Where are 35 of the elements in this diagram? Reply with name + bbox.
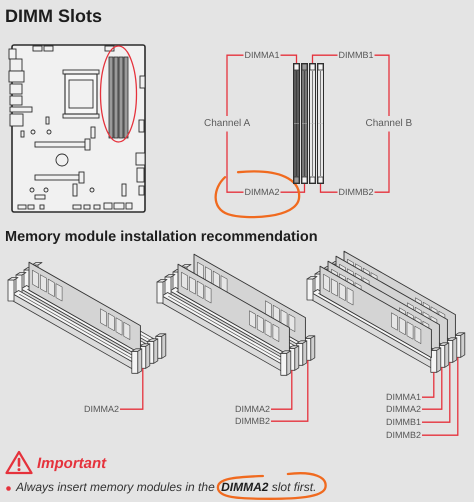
leader-line — [120, 368, 144, 410]
dimm-slot — [309, 63, 316, 184]
memory-module-drawing — [8, 262, 166, 374]
dimm-slot — [293, 63, 300, 184]
memory-module-drawing — [306, 250, 466, 373]
leader-line — [271, 370, 292, 410]
slot-label: DIMMB2 — [386, 430, 422, 440]
leader-line — [422, 367, 442, 410]
section-heading: Memory module installation recommendation — [5, 228, 318, 246]
channel-label: Channel A — [204, 118, 250, 130]
memory-module-drawing — [156, 254, 316, 376]
slot-label: DIMMB2 — [338, 187, 374, 198]
leader-line — [422, 372, 434, 398]
dimm-slot — [317, 63, 324, 184]
warning-heading: Important — [37, 454, 106, 472]
slot-label: DIMMA2 — [235, 404, 270, 414]
page-title: DIMM Slots — [5, 6, 102, 26]
dimm-slot — [301, 63, 308, 184]
leader-line — [422, 362, 450, 423]
slot-label: DIMMA1 — [386, 392, 422, 402]
leader-line — [280, 184, 306, 193]
slot-label: DIMMA2 — [386, 404, 422, 414]
slot-label: DIMMA2 — [84, 404, 120, 414]
slot-label: DIMMA2 — [244, 187, 280, 198]
leader-line — [320, 184, 338, 193]
slot-label: DIMMB2 — [235, 416, 270, 426]
leader-line — [280, 54, 298, 63]
slot-label: DIMMA1 — [244, 50, 280, 60]
slot-label: DIMMB1 — [338, 50, 374, 60]
channel-label: Channel B — [366, 118, 412, 130]
note-text: Always insert memory modules in the DIMMA2 slot first. — [16, 481, 316, 495]
leader-line — [312, 54, 338, 63]
leader-line — [422, 357, 458, 436]
leader-line — [271, 360, 308, 422]
slot-label: DIMMB1 — [386, 417, 422, 428]
